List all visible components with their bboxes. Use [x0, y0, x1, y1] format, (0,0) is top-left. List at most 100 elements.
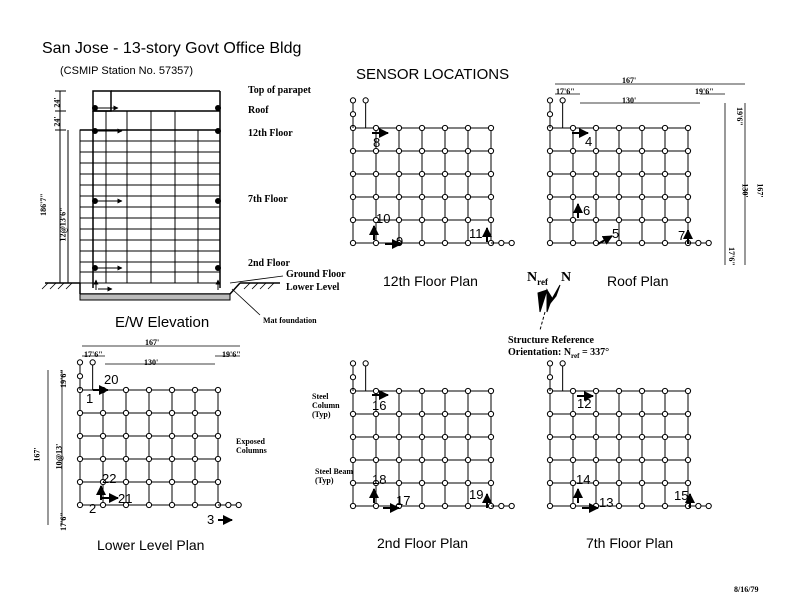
station-number: (CSMIP Station No. 57357) — [60, 65, 194, 77]
lower-dim-130: 130' — [144, 358, 159, 367]
steel-column — [638, 502, 646, 510]
steel-column — [615, 193, 623, 201]
steel-column — [487, 124, 495, 132]
steel-column — [464, 410, 472, 418]
steel-column — [372, 479, 380, 487]
plan-2nd-floor — [349, 360, 515, 510]
steel-column — [487, 216, 495, 224]
steel-column — [122, 501, 130, 509]
steel-column — [441, 410, 449, 418]
steel-column — [145, 386, 153, 394]
steel-column — [464, 433, 472, 441]
steel-column — [705, 502, 712, 510]
roof-dim-17-6-v: 17'6" — [726, 247, 736, 266]
steel-column — [145, 501, 153, 509]
steel-column — [145, 432, 153, 440]
roof-dim-167-v: 167' — [755, 183, 765, 198]
steel-column — [464, 193, 472, 201]
plan-7th-floor — [546, 360, 712, 510]
steel-column — [592, 216, 600, 224]
note-steel-beam: Steel Beam — [315, 467, 353, 476]
lower-dim-bays-v: 10@13' — [54, 443, 64, 470]
sensor-7: 7 — [678, 228, 686, 243]
steel-column — [638, 147, 646, 155]
steel-column — [122, 409, 130, 417]
roof-dim-19-6: 19'6" — [695, 87, 714, 96]
ew-elevation-drawing — [41, 90, 280, 301]
sensor-2: 2 — [89, 501, 97, 516]
steel-column — [695, 502, 702, 510]
steel-column — [168, 386, 176, 394]
steel-column — [441, 479, 449, 487]
steel-column — [99, 455, 107, 463]
steel-column — [441, 387, 449, 395]
roof-dim-17-6: 17'6" — [556, 87, 575, 96]
steel-column — [418, 456, 426, 464]
level-2nd-floor: 2nd Floor — [248, 258, 290, 269]
steel-column — [464, 387, 472, 395]
steel-column — [349, 97, 357, 104]
steel-column — [349, 479, 357, 487]
steel-column — [418, 193, 426, 201]
steel-column — [464, 147, 472, 155]
steel-column — [418, 170, 426, 178]
steel-column — [76, 455, 84, 463]
dim-typical-story: 12@13'6" — [58, 207, 68, 242]
steel-column — [559, 97, 566, 104]
sensor-17: 17 — [396, 493, 411, 508]
sensor-6: 6 — [583, 203, 591, 218]
steel-column — [615, 239, 623, 247]
steel-column — [592, 433, 600, 441]
steel-column — [546, 374, 554, 381]
level-7th-floor: 7th Floor — [248, 194, 288, 205]
steel-column — [546, 193, 554, 201]
steel-column — [569, 193, 577, 201]
steel-column — [638, 124, 646, 132]
steel-column — [122, 478, 130, 486]
steel-column — [418, 410, 426, 418]
steel-column — [418, 387, 426, 395]
roof-dim-167: 167' — [622, 76, 637, 85]
steel-column — [395, 456, 403, 464]
steel-column — [661, 147, 669, 155]
note-beam-typ: (Typ) — [315, 476, 334, 485]
caption-7th-floor-plan: 7th Floor Plan — [586, 535, 674, 551]
steel-column — [615, 216, 623, 224]
steel-column — [487, 456, 495, 464]
steel-column — [684, 193, 692, 201]
steel-column — [372, 216, 380, 224]
steel-column — [145, 478, 153, 486]
sensor-3: 3 — [207, 512, 215, 527]
caption-12th-floor-plan: 12th Floor Plan — [383, 273, 478, 289]
steel-column — [349, 360, 357, 367]
steel-column — [487, 170, 495, 178]
nref-sub: ref — [537, 276, 548, 287]
steel-column — [592, 410, 600, 418]
level-ground-floor: Ground Floor — [286, 269, 346, 280]
steel-column — [592, 456, 600, 464]
steel-column — [441, 193, 449, 201]
lower-dim-19-6-v: 19'6" — [58, 369, 68, 388]
sensor-21: 21 — [118, 491, 133, 506]
steel-column — [569, 216, 577, 224]
steel-column — [559, 360, 566, 367]
steel-column — [191, 455, 199, 463]
steel-column — [684, 433, 692, 441]
steel-column — [661, 433, 669, 441]
steel-column — [592, 479, 600, 487]
steel-column — [372, 502, 380, 510]
steel-column — [661, 456, 669, 464]
drawing-title: San Jose - 13-story Govt Office Bldg — [42, 40, 302, 57]
steel-column — [372, 410, 380, 418]
steel-column — [122, 432, 130, 440]
steel-column — [418, 239, 426, 247]
steel-column — [638, 216, 646, 224]
steel-column — [464, 124, 472, 132]
sensor-13: 13 — [599, 495, 614, 510]
steel-column — [638, 170, 646, 178]
sensor-10: 10 — [376, 211, 391, 226]
steel-column — [592, 124, 600, 132]
steel-column — [546, 360, 554, 367]
orientation-line1: Structure Reference — [508, 335, 594, 346]
plan-12th-floor — [349, 97, 515, 247]
